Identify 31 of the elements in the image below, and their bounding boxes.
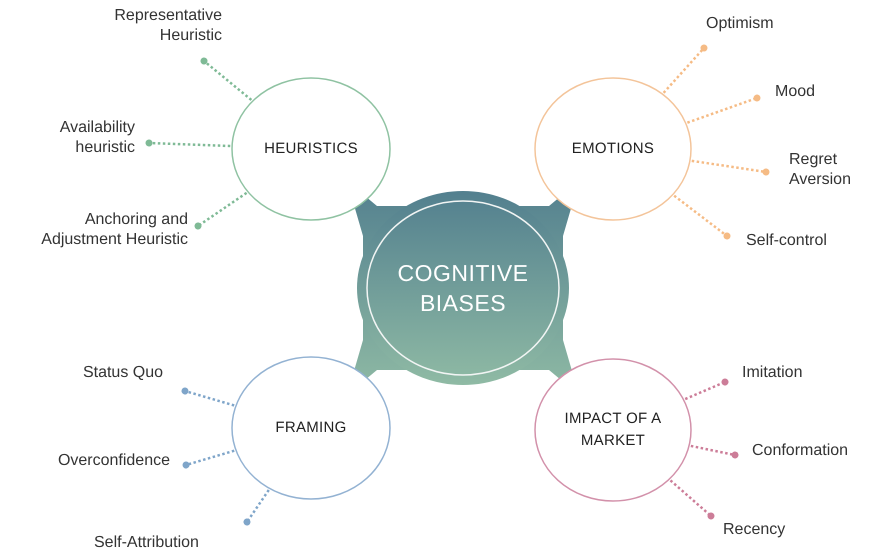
bias-label: Anchoring and Adjustment Heuristic — [23, 210, 188, 250]
category-label: FRAMING — [274, 418, 348, 438]
category-label: HEURISTICS — [263, 139, 359, 159]
dotted-connector — [244, 489, 270, 526]
central-title: COGNITIVE BIASES — [396, 259, 530, 318]
dotted-connector — [686, 94, 760, 124]
bias-label: Imitation — [742, 363, 842, 383]
bias-label: Optimism — [706, 14, 806, 34]
category-label: IMPACT OF A MARKET — [564, 409, 662, 451]
bias-label: Self-Attribution — [94, 533, 244, 553]
dotted-connector — [662, 44, 708, 94]
dotted-connector — [692, 160, 770, 176]
bias-label: Status Quo — [53, 363, 163, 383]
dotted-connector — [146, 140, 230, 148]
dotted-connector — [194, 192, 248, 230]
bias-label: Mood — [775, 82, 855, 102]
bias-label: Representative Heuristic — [92, 6, 222, 46]
dotted-connector — [182, 388, 235, 407]
bias-label: Overconfidence — [30, 451, 170, 471]
dotted-connector — [690, 444, 738, 458]
bias-label: Self-control — [746, 231, 856, 251]
dotted-connector — [673, 194, 730, 240]
bias-label: Conformation — [752, 441, 870, 461]
category-label: EMOTIONS — [570, 139, 656, 159]
bias-label: Regret Aversion — [789, 150, 869, 190]
dotted-connector — [200, 58, 252, 101]
bias-label: Recency — [723, 520, 823, 540]
dotted-connector — [182, 450, 235, 468]
dotted-connector — [684, 378, 728, 400]
bias-label: Availability heuristic — [40, 118, 135, 158]
dotted-connector — [670, 480, 714, 520]
